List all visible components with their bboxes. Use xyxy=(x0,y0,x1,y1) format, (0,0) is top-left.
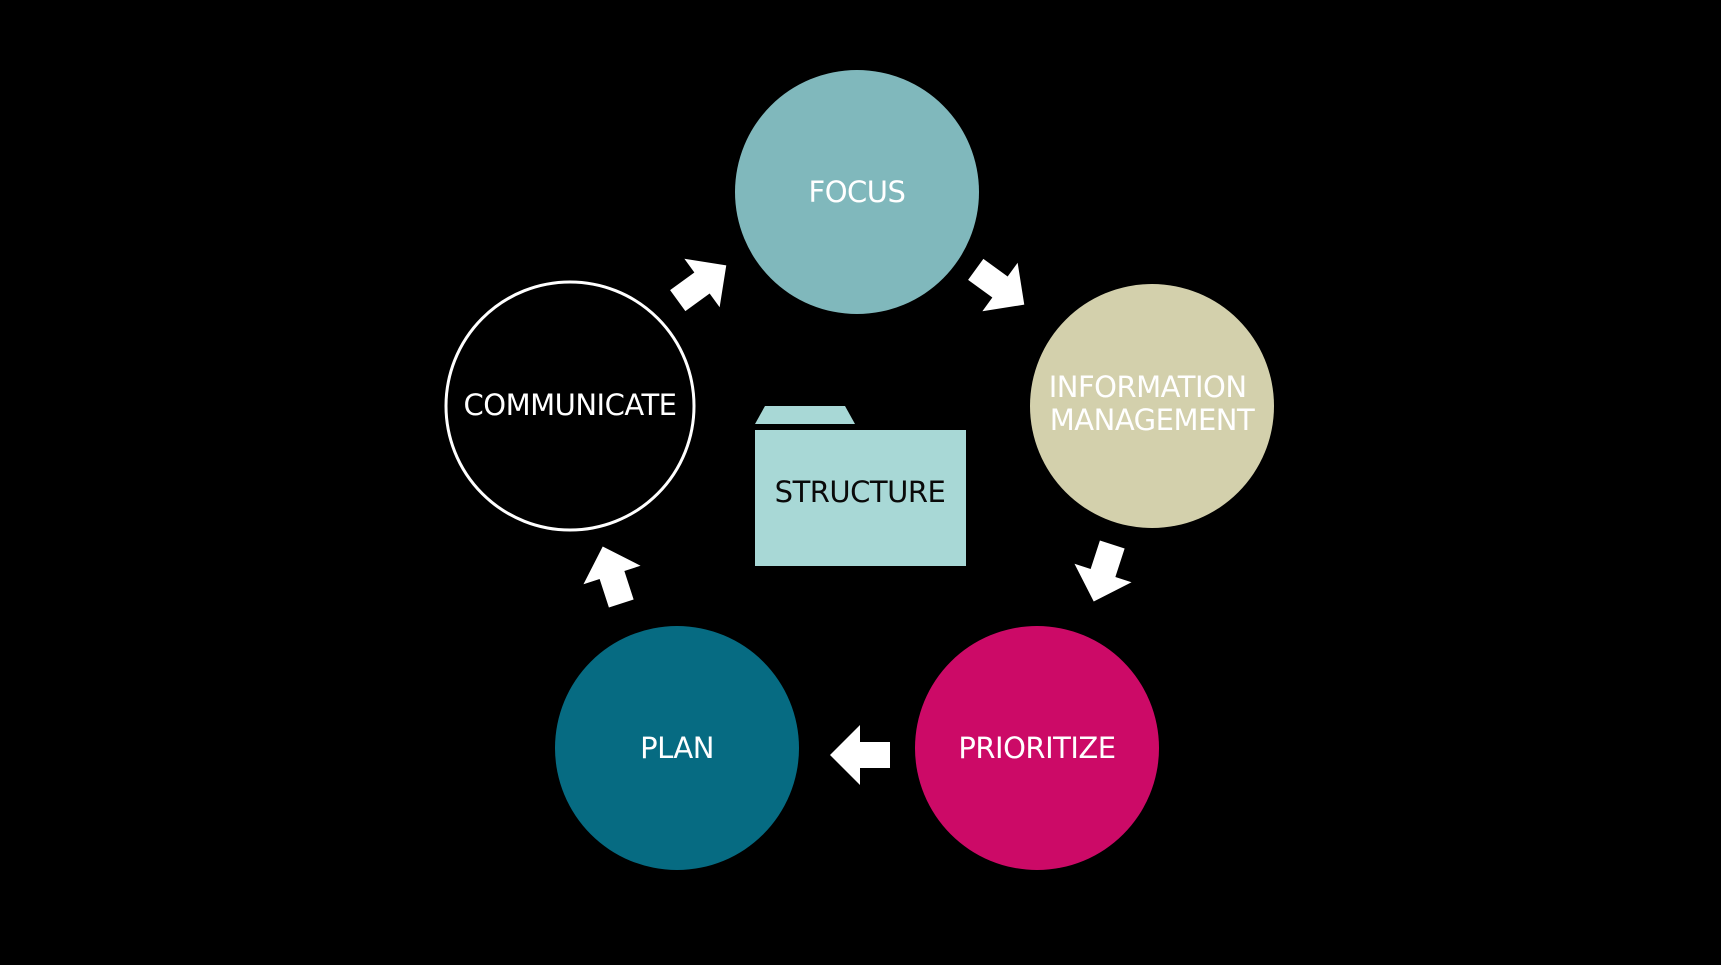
node-communicate-circle xyxy=(444,280,696,532)
node-plan: PLAN xyxy=(555,626,799,870)
node-information-management-circle xyxy=(1030,284,1274,528)
node-prioritize: PRIORITIZE xyxy=(915,626,1159,870)
node-focus: FOCUS xyxy=(735,70,979,314)
node-communicate-label: COMMUNICATE xyxy=(464,388,677,422)
node-focus-label: FOCUS xyxy=(809,175,906,209)
node-plan-label: PLAN xyxy=(640,731,714,765)
node-prioritize-label: PRIORITIZE xyxy=(958,731,1115,765)
cycle-arrows xyxy=(583,258,1132,785)
center-label: STRUCTURE xyxy=(775,475,946,509)
node-plan-circle xyxy=(555,626,799,870)
folder-body xyxy=(755,430,966,566)
arrow-focus-to-information xyxy=(968,258,1025,312)
node-communicate: COMMUNICATE xyxy=(444,280,696,532)
arrow-plan-to-communicate xyxy=(583,546,641,608)
node-information-management: INFORMATION MANAGEMENT xyxy=(1030,284,1274,528)
folder-tab xyxy=(755,406,855,424)
arrow-communicate-to-focus xyxy=(670,258,727,312)
arrow-prioritize-to-plan xyxy=(830,725,890,785)
node-focus-circle xyxy=(735,70,979,314)
arrow-information-to-prioritize xyxy=(1074,540,1132,602)
node-information-management-label: INFORMATION MANAGEMENT xyxy=(1049,370,1256,437)
node-prioritize-circle xyxy=(915,626,1159,870)
structure-folder-icon: STRUCTURE xyxy=(755,406,966,566)
